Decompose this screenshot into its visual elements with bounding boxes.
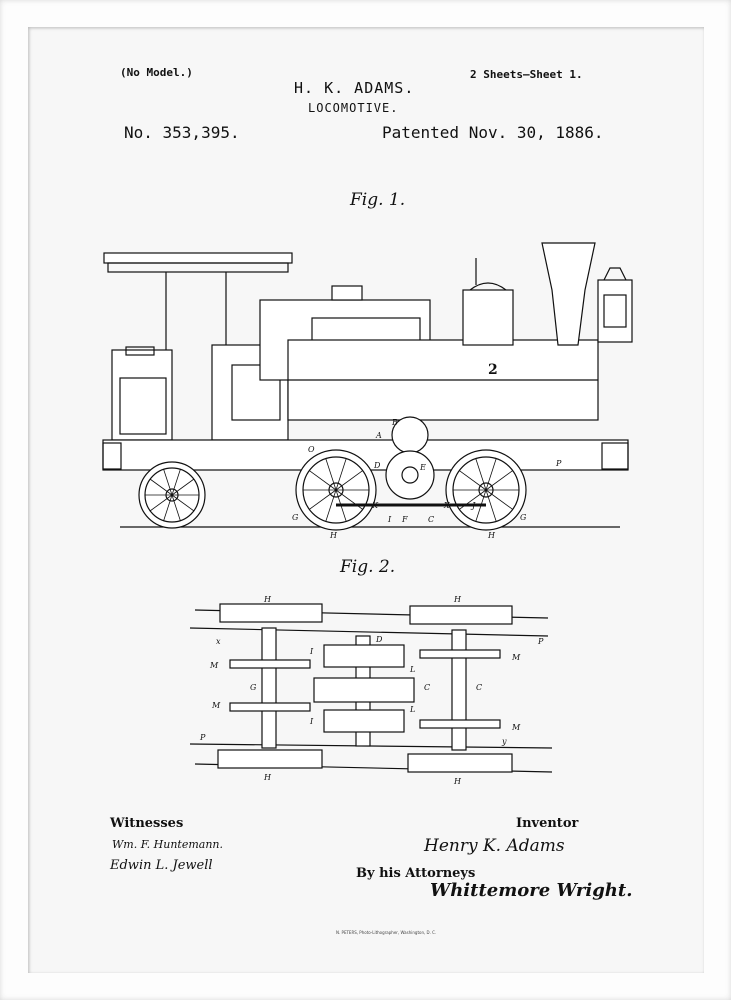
reference-letter: P — [555, 459, 562, 468]
witness-2-signature: Edwin L. Jewell — [110, 858, 213, 873]
reference-letter: G — [250, 683, 257, 692]
axle — [451, 629, 467, 751]
reference-letter: C — [428, 515, 434, 524]
reference-letter: L — [409, 665, 415, 674]
wheel-spoke — [485, 489, 513, 510]
reference-letter: H — [263, 773, 272, 782]
cab-roof — [103, 252, 293, 264]
reference-letter: J — [470, 501, 476, 510]
wheel-spoke — [171, 478, 195, 496]
wheel-spoke — [335, 489, 363, 510]
reference-letter: L — [409, 705, 415, 714]
tender-box — [111, 349, 173, 441]
steam-dome — [462, 289, 514, 346]
reference-letter: H — [453, 777, 462, 786]
reference-letter: M — [211, 701, 221, 710]
witnesses-label: Witnesses — [110, 816, 184, 831]
wheel-spoke — [485, 458, 497, 491]
headlamp — [597, 279, 633, 343]
gear-train — [385, 416, 435, 500]
invention-title: LOCOMOTIVE. — [308, 101, 399, 115]
wheel-spoke — [171, 494, 195, 512]
reference-letter: G — [520, 513, 527, 522]
smokestack — [541, 242, 596, 346]
inventor-name: H. K. ADAMS. — [294, 79, 415, 97]
wheel-spoke — [171, 494, 181, 521]
reference-letter: I — [387, 515, 392, 524]
reference-letter: I — [309, 647, 314, 656]
patent-number: No. 353,395. — [124, 123, 240, 142]
fig2-label: Fig. 2. — [340, 557, 396, 577]
patent-date: Patented Nov. 30, 1886. — [382, 123, 604, 142]
wheel-spoke — [171, 469, 181, 496]
wheel-spoke — [485, 470, 513, 491]
wheel-spoke — [149, 478, 173, 496]
wheel-tread — [217, 749, 323, 769]
reference-letter: M — [511, 723, 521, 732]
wheel-spoke — [309, 489, 337, 510]
reference-letter: E — [419, 463, 426, 472]
reference-letter: G — [292, 513, 299, 522]
wheel-spoke — [163, 494, 173, 521]
reference-letter: y — [501, 737, 507, 746]
reference-letter: H — [487, 531, 496, 540]
wheel-spoke — [309, 470, 337, 491]
attorneys-label: By his Attorneys — [356, 866, 476, 881]
wheel-tread — [409, 605, 513, 625]
sheet-count: 2 Sheets—Sheet 1. — [470, 68, 583, 81]
reference-letter: H — [263, 595, 272, 604]
reference-letter: M — [209, 661, 219, 670]
reference-letter: K — [371, 501, 379, 510]
wheel-spoke — [335, 458, 347, 491]
reference-letter: A — [375, 431, 382, 440]
reference-letter: C — [476, 683, 482, 692]
wheel-spoke — [325, 489, 337, 522]
wheel-spoke — [149, 494, 173, 512]
reference-letter: C — [424, 683, 430, 692]
printer-credit: N. PETERS, Photo-Lithographer, Washingto… — [336, 930, 437, 935]
wheel-spoke — [475, 458, 487, 491]
reference-letter: H — [329, 531, 338, 540]
wheel-tread — [219, 603, 323, 623]
reference-letter: P — [199, 733, 206, 742]
reference-letter: O — [308, 445, 315, 454]
witness-1-signature: Wm. F. Huntemann. — [112, 838, 223, 851]
inventor-label: Inventor — [516, 816, 579, 831]
wheel-spoke — [459, 470, 487, 491]
reference-letter: M — [511, 653, 521, 662]
wheel-spoke — [325, 458, 337, 491]
wheel-spoke — [475, 489, 487, 522]
wheel-spoke — [163, 469, 173, 496]
reference-letter: I — [309, 717, 314, 726]
attorney-signature: Whittemore Wright. — [430, 880, 633, 901]
wheel-spoke — [485, 489, 497, 522]
fig1-label: Fig. 1. — [350, 190, 406, 210]
wheel-spoke — [459, 489, 487, 510]
wheel-spoke — [335, 489, 347, 522]
wheel-spoke — [335, 470, 363, 491]
cab-roof-trim — [107, 262, 289, 273]
reference-letter: X — [443, 501, 450, 510]
model-note: (No Model.) — [120, 66, 193, 79]
reference-letter: H — [453, 595, 462, 604]
axle — [261, 627, 277, 749]
reference-letter: B — [391, 418, 398, 427]
reference-letter: x — [216, 637, 221, 646]
inventor-signature: Henry K. Adams — [424, 836, 565, 856]
wheel-tread — [407, 753, 513, 773]
reference-letter: F — [401, 515, 408, 524]
reference-letter: D — [375, 635, 383, 644]
reference-letter: D — [373, 461, 381, 470]
dome-number: 2 — [488, 362, 498, 378]
reference-letter: P — [537, 637, 544, 646]
